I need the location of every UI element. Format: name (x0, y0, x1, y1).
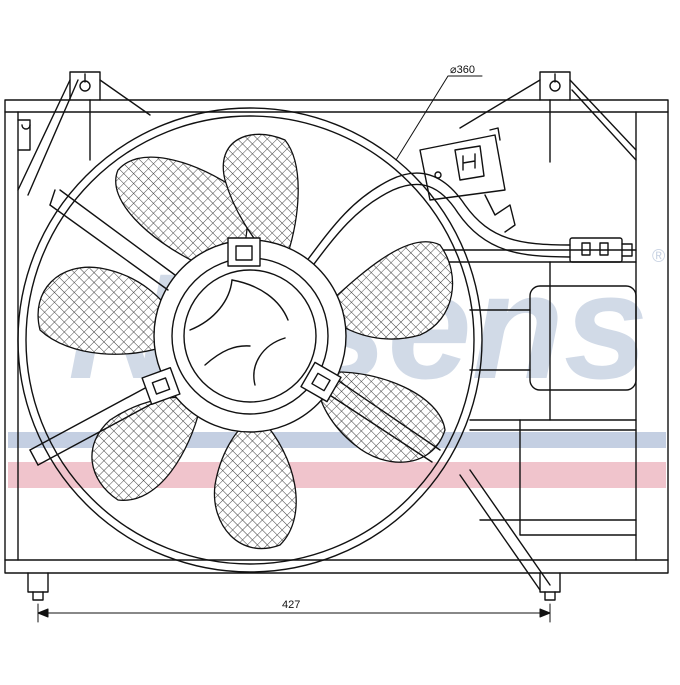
diameter-label: ⌀360 (450, 64, 475, 76)
resistor-module-box (529, 285, 637, 391)
watermark-registered-mark: ® (652, 246, 665, 266)
fan-hub (153, 239, 347, 433)
fan-blades (37, 133, 454, 550)
mount-tab-right (539, 71, 571, 101)
spacing-label: 427 (282, 599, 300, 611)
shroud-outer-rect (4, 99, 669, 574)
fan-blade-6 (331, 241, 454, 340)
mount-foot-left (27, 572, 49, 601)
mount-tab-left (69, 71, 101, 101)
resistor-module (529, 285, 637, 391)
motor-struts (29, 189, 441, 466)
spacing-dimension (37, 603, 551, 623)
strut-clamp-left (141, 367, 181, 405)
fan-ring (17, 107, 483, 573)
strut-clamp-top (227, 237, 261, 267)
fan-blade-5 (317, 371, 446, 463)
fan-blade-4 (213, 419, 297, 550)
fan-ring-outer (17, 107, 483, 573)
connector-block (419, 127, 516, 233)
hub-face (183, 269, 317, 403)
harness-plug (569, 237, 623, 263)
strut-clamp-right (300, 361, 342, 403)
fan-ring-inner (25, 115, 475, 565)
wire-harness (299, 172, 633, 277)
fan-blade-2 (37, 266, 176, 355)
mount-foot-right (539, 572, 561, 601)
fan-blade-7 (222, 133, 299, 263)
diameter-leader (395, 75, 483, 161)
hub-outer (153, 239, 347, 433)
frame-braces (17, 79, 637, 196)
